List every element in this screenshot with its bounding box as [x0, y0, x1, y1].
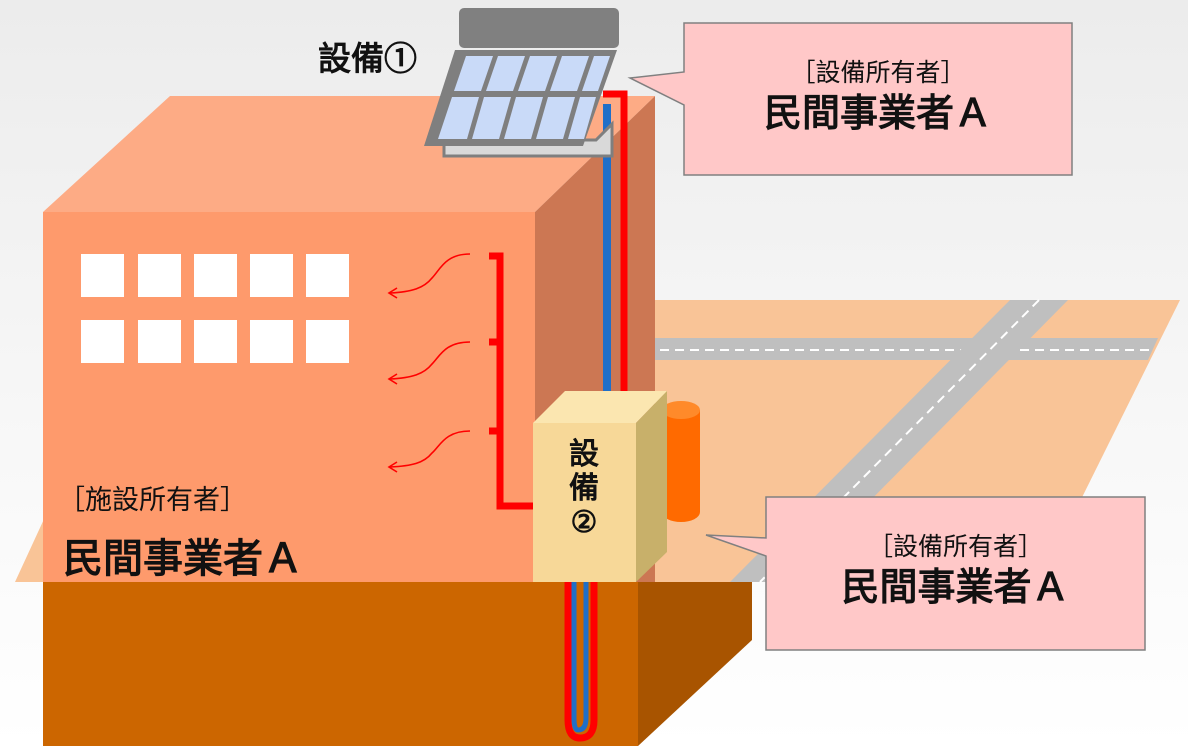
- callout-top-main: 民間事業者Ａ: [763, 90, 992, 135]
- equipment2-box-top: [533, 391, 667, 423]
- heat-wave-arrows: [387, 253, 471, 473]
- window: [306, 320, 349, 363]
- heat-arrow: [389, 430, 471, 468]
- solar-cell: [486, 56, 525, 91]
- window: [250, 320, 293, 363]
- building-front: [43, 212, 535, 582]
- equipment2-box-front: [533, 423, 636, 582]
- equipment2-label: 設 備 ②: [564, 438, 604, 540]
- heat-arrow: [387, 373, 398, 385]
- callout-top-shape: [627, 22, 1073, 176]
- heat-arrow: [389, 341, 471, 380]
- solar-cell: [568, 97, 596, 139]
- solar-cell: [454, 56, 493, 91]
- building-windows: [81, 254, 349, 363]
- equipment1-label: 設備①: [318, 39, 417, 78]
- underground-side: [638, 582, 752, 746]
- callout-bottom-text: ［設備所有者］ 民間事業者Ａ: [766, 530, 1145, 610]
- underground-front: [43, 582, 638, 746]
- solar-cell: [582, 56, 610, 91]
- solar-cell: [472, 97, 511, 139]
- window: [306, 254, 349, 297]
- window: [250, 254, 293, 297]
- equipment2-box-side: [636, 391, 667, 582]
- window: [81, 320, 124, 363]
- underground-cold-pipe: [571, 582, 589, 733]
- heat-arrow: [389, 253, 471, 294]
- equipment2-label-line: 備: [569, 471, 599, 506]
- window: [194, 320, 237, 363]
- tank-top: [662, 401, 700, 419]
- window: [194, 254, 237, 297]
- solar-cell: [550, 56, 589, 91]
- tank: [662, 410, 700, 522]
- solar-cell: [536, 97, 575, 139]
- solar-cell: [504, 97, 543, 139]
- solar-panel-cells: [438, 56, 610, 139]
- window: [138, 254, 181, 297]
- underground-hot-pipe: [564, 582, 598, 742]
- facility-owner-sub: ［施設所有者］: [58, 485, 247, 516]
- window: [81, 254, 124, 297]
- window: [138, 320, 181, 363]
- heat-supply-pipe: [489, 252, 535, 510]
- equipment2-label-line: 設: [569, 437, 599, 472]
- facility-owner-main: 民間事業者Ａ: [63, 535, 303, 582]
- solar-cell: [518, 56, 557, 91]
- callout-bottom-shape: [705, 496, 1146, 651]
- hot-pipe-vertical: [603, 90, 628, 394]
- heat-arrow: [387, 461, 398, 473]
- road-horizontal: [640, 338, 1158, 360]
- callout-bottom-sub: ［設備所有者］: [867, 532, 1043, 561]
- callout-bottom-main: 民間事業者Ａ: [841, 564, 1070, 609]
- solar-panel-top-cover: [459, 8, 619, 48]
- cold-pipe-vertical: [603, 104, 611, 394]
- callout-top-text: ［設備所有者］ 民間事業者Ａ: [684, 56, 1072, 136]
- equipment2-label-line: ②: [570, 505, 598, 540]
- solar-cell: [438, 97, 479, 139]
- heat-arrow: [387, 287, 398, 299]
- callout-top-sub: ［設備所有者］: [790, 58, 966, 87]
